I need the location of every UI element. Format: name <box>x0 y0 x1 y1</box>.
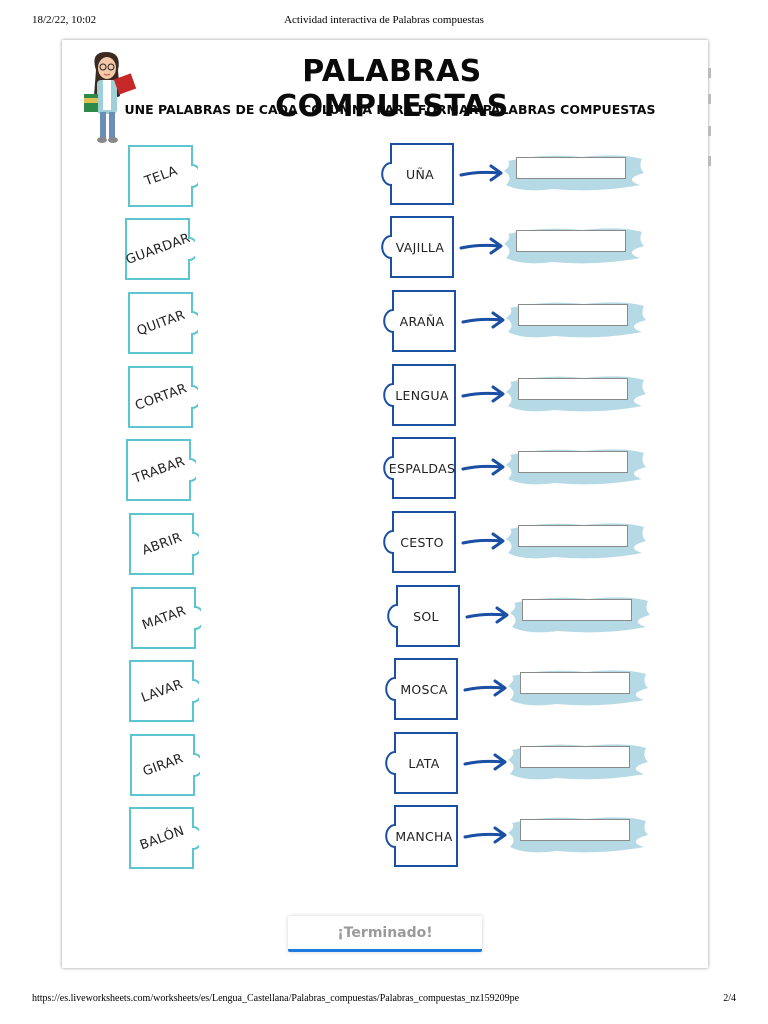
left-word-piece: GUARDAR <box>124 218 195 280</box>
print-datetime: 18/2/22, 10:02 <box>32 14 97 26</box>
right-word-label: MOSCA <box>400 681 448 697</box>
puzzle-piece-left-shape <box>129 660 199 722</box>
puzzle-piece-right-shape <box>387 585 460 647</box>
puzzle-piece-left-shape <box>130 734 200 796</box>
answer-row: LATA <box>371 732 671 794</box>
right-word-piece: LATA <box>371 732 461 794</box>
puzzle-piece-left-shape <box>131 587 201 649</box>
right-word-piece: MANCHA <box>371 805 461 867</box>
right-word-piece: CESTO <box>369 511 459 573</box>
puzzle-piece-left-shape <box>126 439 196 501</box>
puzzle-piece-right-shape <box>385 805 458 867</box>
right-word-piece: ESPALDAS <box>369 437 459 499</box>
right-word-label: SOL <box>413 608 439 624</box>
right-word-piece: MOSCA <box>371 658 461 720</box>
right-word-label: LATA <box>408 755 440 771</box>
puzzle-piece-left-shape <box>129 807 199 869</box>
puzzle-piece-right-shape <box>381 143 454 205</box>
right-arrow-icon <box>461 532 505 550</box>
right-word-label: ESPALDAS <box>388 460 456 476</box>
answer-row: ESPALDAS <box>369 437 669 499</box>
puzzle-piece-left-shape <box>129 513 199 575</box>
right-word-piece: UÑA <box>367 143 457 205</box>
right-word-piece: ARAÑA <box>369 290 459 352</box>
puzzle-piece-left-shape <box>128 292 198 354</box>
right-word-piece: SOL <box>373 585 463 647</box>
page-edge-mark <box>708 68 711 78</box>
puzzle-piece-right-shape <box>385 658 458 720</box>
right-word-label: CESTO <box>400 534 444 550</box>
answer-row: SOL <box>373 585 673 647</box>
puzzle-piece-right-shape <box>381 216 454 278</box>
right-arrow-icon <box>459 164 503 182</box>
worksheet-instructions: UNE PALABRAS DE CADA COLUMNA PARA FORMAR… <box>124 102 656 117</box>
answer-input[interactable] <box>518 378 628 400</box>
right-word-piece: VAJILLA <box>367 216 457 278</box>
finish-button[interactable]: ¡Terminado! <box>288 916 482 952</box>
puzzle-piece-left-shape <box>125 218 195 280</box>
print-footer: https://es.liveworksheets.com/worksheets… <box>32 993 736 1009</box>
right-arrow-icon <box>463 753 507 771</box>
answer-input[interactable] <box>522 599 632 621</box>
answer-input[interactable] <box>516 230 626 252</box>
page-edge-mark <box>708 126 711 136</box>
worksheet-title: PALABRAS COMPUESTAS <box>275 54 509 124</box>
left-word-piece: BALÓN <box>129 807 199 869</box>
page-edge-mark <box>708 94 711 104</box>
left-word-piece: ABRIR <box>129 513 199 575</box>
answer-input[interactable] <box>518 525 628 547</box>
puzzle-piece-right-shape <box>383 290 456 352</box>
right-word-label: ARAÑA <box>399 313 445 329</box>
worksheet: PALABRAS COMPUESTAS UNE PALABRAS DE CADA… <box>62 40 711 968</box>
puzzle-piece-right-shape <box>383 364 456 426</box>
right-word-label: UÑA <box>406 166 434 182</box>
answer-row: ARAÑA <box>369 290 669 352</box>
right-arrow-icon <box>461 385 505 403</box>
left-word-piece: GIRAR <box>130 734 200 796</box>
left-word-piece: TELA <box>128 145 198 207</box>
answer-input[interactable] <box>518 304 628 326</box>
right-arrow-icon <box>461 458 505 476</box>
puzzle-piece-right-shape <box>385 732 458 794</box>
left-word-piece: CORTAR <box>128 366 198 428</box>
right-word-label: LENGUA <box>395 387 449 403</box>
print-header: 18/2/22, 10:02 Actividad interactiva de … <box>32 14 736 30</box>
right-word-piece: LENGUA <box>369 364 459 426</box>
puzzle-piece-left-shape <box>128 366 198 428</box>
print-page-number: 2/4 <box>723 993 736 1004</box>
page-edge-mark <box>708 156 711 166</box>
left-word-piece: QUITAR <box>128 292 198 354</box>
answer-row: MANCHA <box>371 805 671 867</box>
puzzle-piece-left-shape <box>128 145 198 207</box>
right-arrow-icon <box>463 826 507 844</box>
right-arrow-icon <box>459 237 503 255</box>
puzzle-piece-right-shape <box>383 437 456 499</box>
right-arrow-icon <box>465 606 509 624</box>
left-word-piece: LAVAR <box>129 660 199 722</box>
answer-row: VAJILLA <box>367 216 667 278</box>
print-url: https://es.liveworksheets.com/worksheets… <box>32 993 520 1004</box>
answer-input[interactable] <box>520 819 630 841</box>
answer-input[interactable] <box>520 672 630 694</box>
left-word-piece: TRABAR <box>126 439 196 501</box>
answer-input[interactable] <box>520 746 630 768</box>
answer-row: MOSCA <box>371 658 671 720</box>
print-page-title: Actividad interactiva de Palabras compue… <box>284 14 484 26</box>
right-word-label: MANCHA <box>395 828 453 844</box>
answer-input[interactable] <box>516 157 626 179</box>
answer-input[interactable] <box>518 451 628 473</box>
teacher-avatar-icon <box>84 52 137 143</box>
right-arrow-icon <box>463 679 507 697</box>
right-arrow-icon <box>461 311 505 329</box>
left-word-piece: MATAR <box>131 587 201 649</box>
answer-row: CESTO <box>369 511 669 573</box>
right-word-label: VAJILLA <box>395 239 445 255</box>
puzzle-piece-right-shape <box>383 511 456 573</box>
answer-row: UÑA <box>367 143 667 205</box>
answer-row: LENGUA <box>369 364 669 426</box>
